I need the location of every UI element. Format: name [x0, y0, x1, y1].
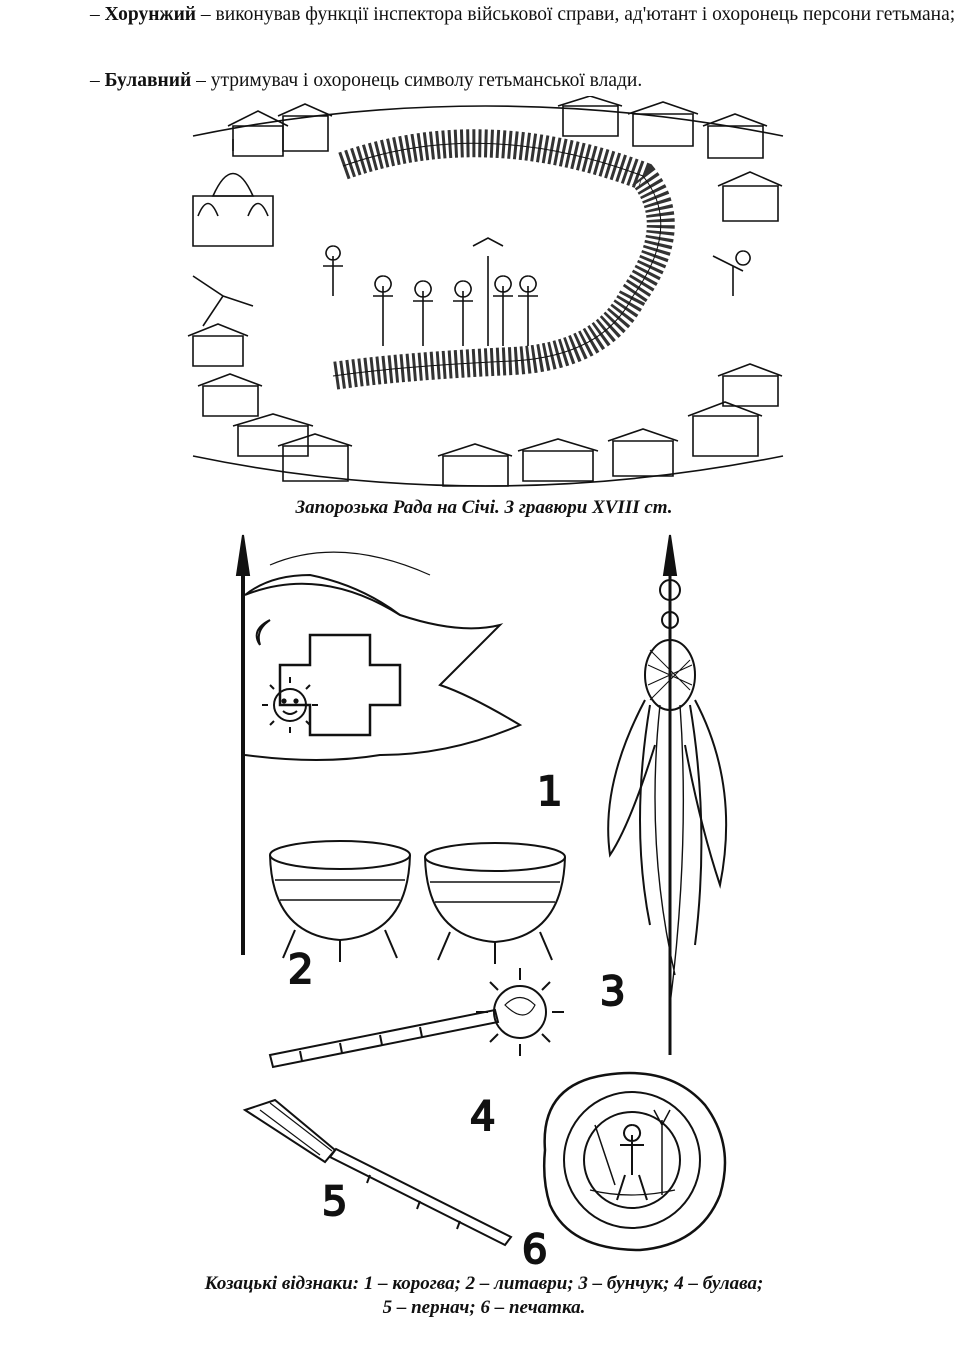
dash: – — [90, 70, 105, 91]
caption-insignia-line1: Козацькі відзнаки: 1 – корогва; 2 – лита… — [204, 1273, 764, 1294]
crowd — [331, 129, 675, 390]
dash: – — [90, 4, 105, 25]
council-leaders — [373, 237, 538, 346]
label-1: 1 — [537, 769, 562, 815]
paragraph-khorunzhyi: – Хорунжий – виконував функції інспектор… — [14, 4, 960, 26]
banner-korohva — [235, 534, 523, 955]
label-5: 5 — [322, 1179, 347, 1225]
label-4: 4 — [470, 1094, 495, 1140]
church — [192, 139, 274, 247]
label-3: 3 — [600, 969, 625, 1015]
caption-insignia: Козацькі відзнаки: 1 – корогва; 2 – лита… — [0, 1272, 968, 1320]
pernach — [242, 1098, 513, 1247]
caption-insignia-line2: 5 – пернач; 6 – печатка. — [382, 1297, 586, 1318]
engraving-zaporozhian-rada — [187, 96, 784, 487]
label-2: 2 — [288, 947, 313, 993]
buildings-top — [227, 96, 783, 222]
definition-bulavnyi: – утримувач і охоронець символу гетьманс… — [191, 70, 643, 91]
caption-engraving: Запорозька Рада на Січі. З гравюри XVIII… — [295, 497, 673, 518]
paragraph-bulavnyi: – Булавний – утримувач і охоронець симво… — [90, 70, 950, 92]
definition-khorunzhyi: – виконував функції інспектора військово… — [196, 4, 956, 25]
term-bulavnyi: Булавний — [104, 70, 192, 91]
label-6: 6 — [522, 1227, 547, 1265]
seal-pechatka — [542, 1071, 727, 1252]
mace-bulava — [268, 968, 564, 1069]
kettledrums-lytavry — [269, 840, 566, 964]
bunchuk — [607, 534, 728, 1055]
buildings-bottom — [187, 323, 783, 487]
term-khorunzhyi: Хорунжий — [104, 4, 197, 25]
cossack-insignia-illustration: 1 2 — [235, 534, 728, 1265]
